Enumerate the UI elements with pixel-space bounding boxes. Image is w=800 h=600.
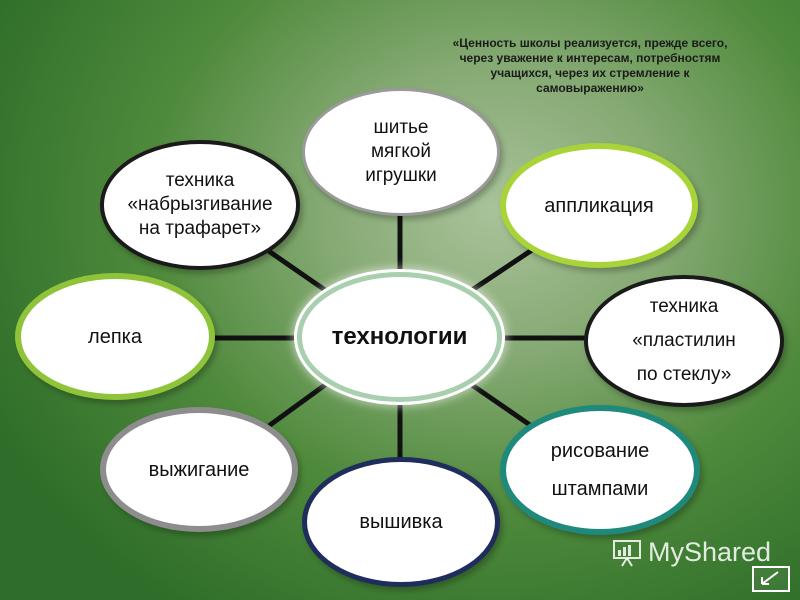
node-stamp-drawing: рисование штампами xyxy=(500,405,700,535)
quote-text: «Ценность школы реализуется, прежде всег… xyxy=(452,36,728,95)
presentation-board-icon xyxy=(613,539,641,567)
node-embroidery: вышивка xyxy=(302,457,500,587)
node-plasticine-on-glass: техника «пластилин по стеклу» xyxy=(584,275,784,407)
node-modeling: лепка xyxy=(15,273,215,400)
return-arrow-icon xyxy=(761,571,779,585)
return-button[interactable] xyxy=(752,566,790,592)
watermark: MyShared xyxy=(612,537,771,568)
center-node-technologies: технологии xyxy=(297,272,502,402)
node-sewing-soft-toys: шитье мягкой игрушки xyxy=(302,88,500,216)
watermark-text: MyShared xyxy=(648,537,772,567)
node-spray-stencil: техника «набрызгивание на трафарет» xyxy=(100,140,300,270)
node-wood-burning: выжигание xyxy=(100,407,298,532)
node-applique: аппликация xyxy=(500,143,698,268)
